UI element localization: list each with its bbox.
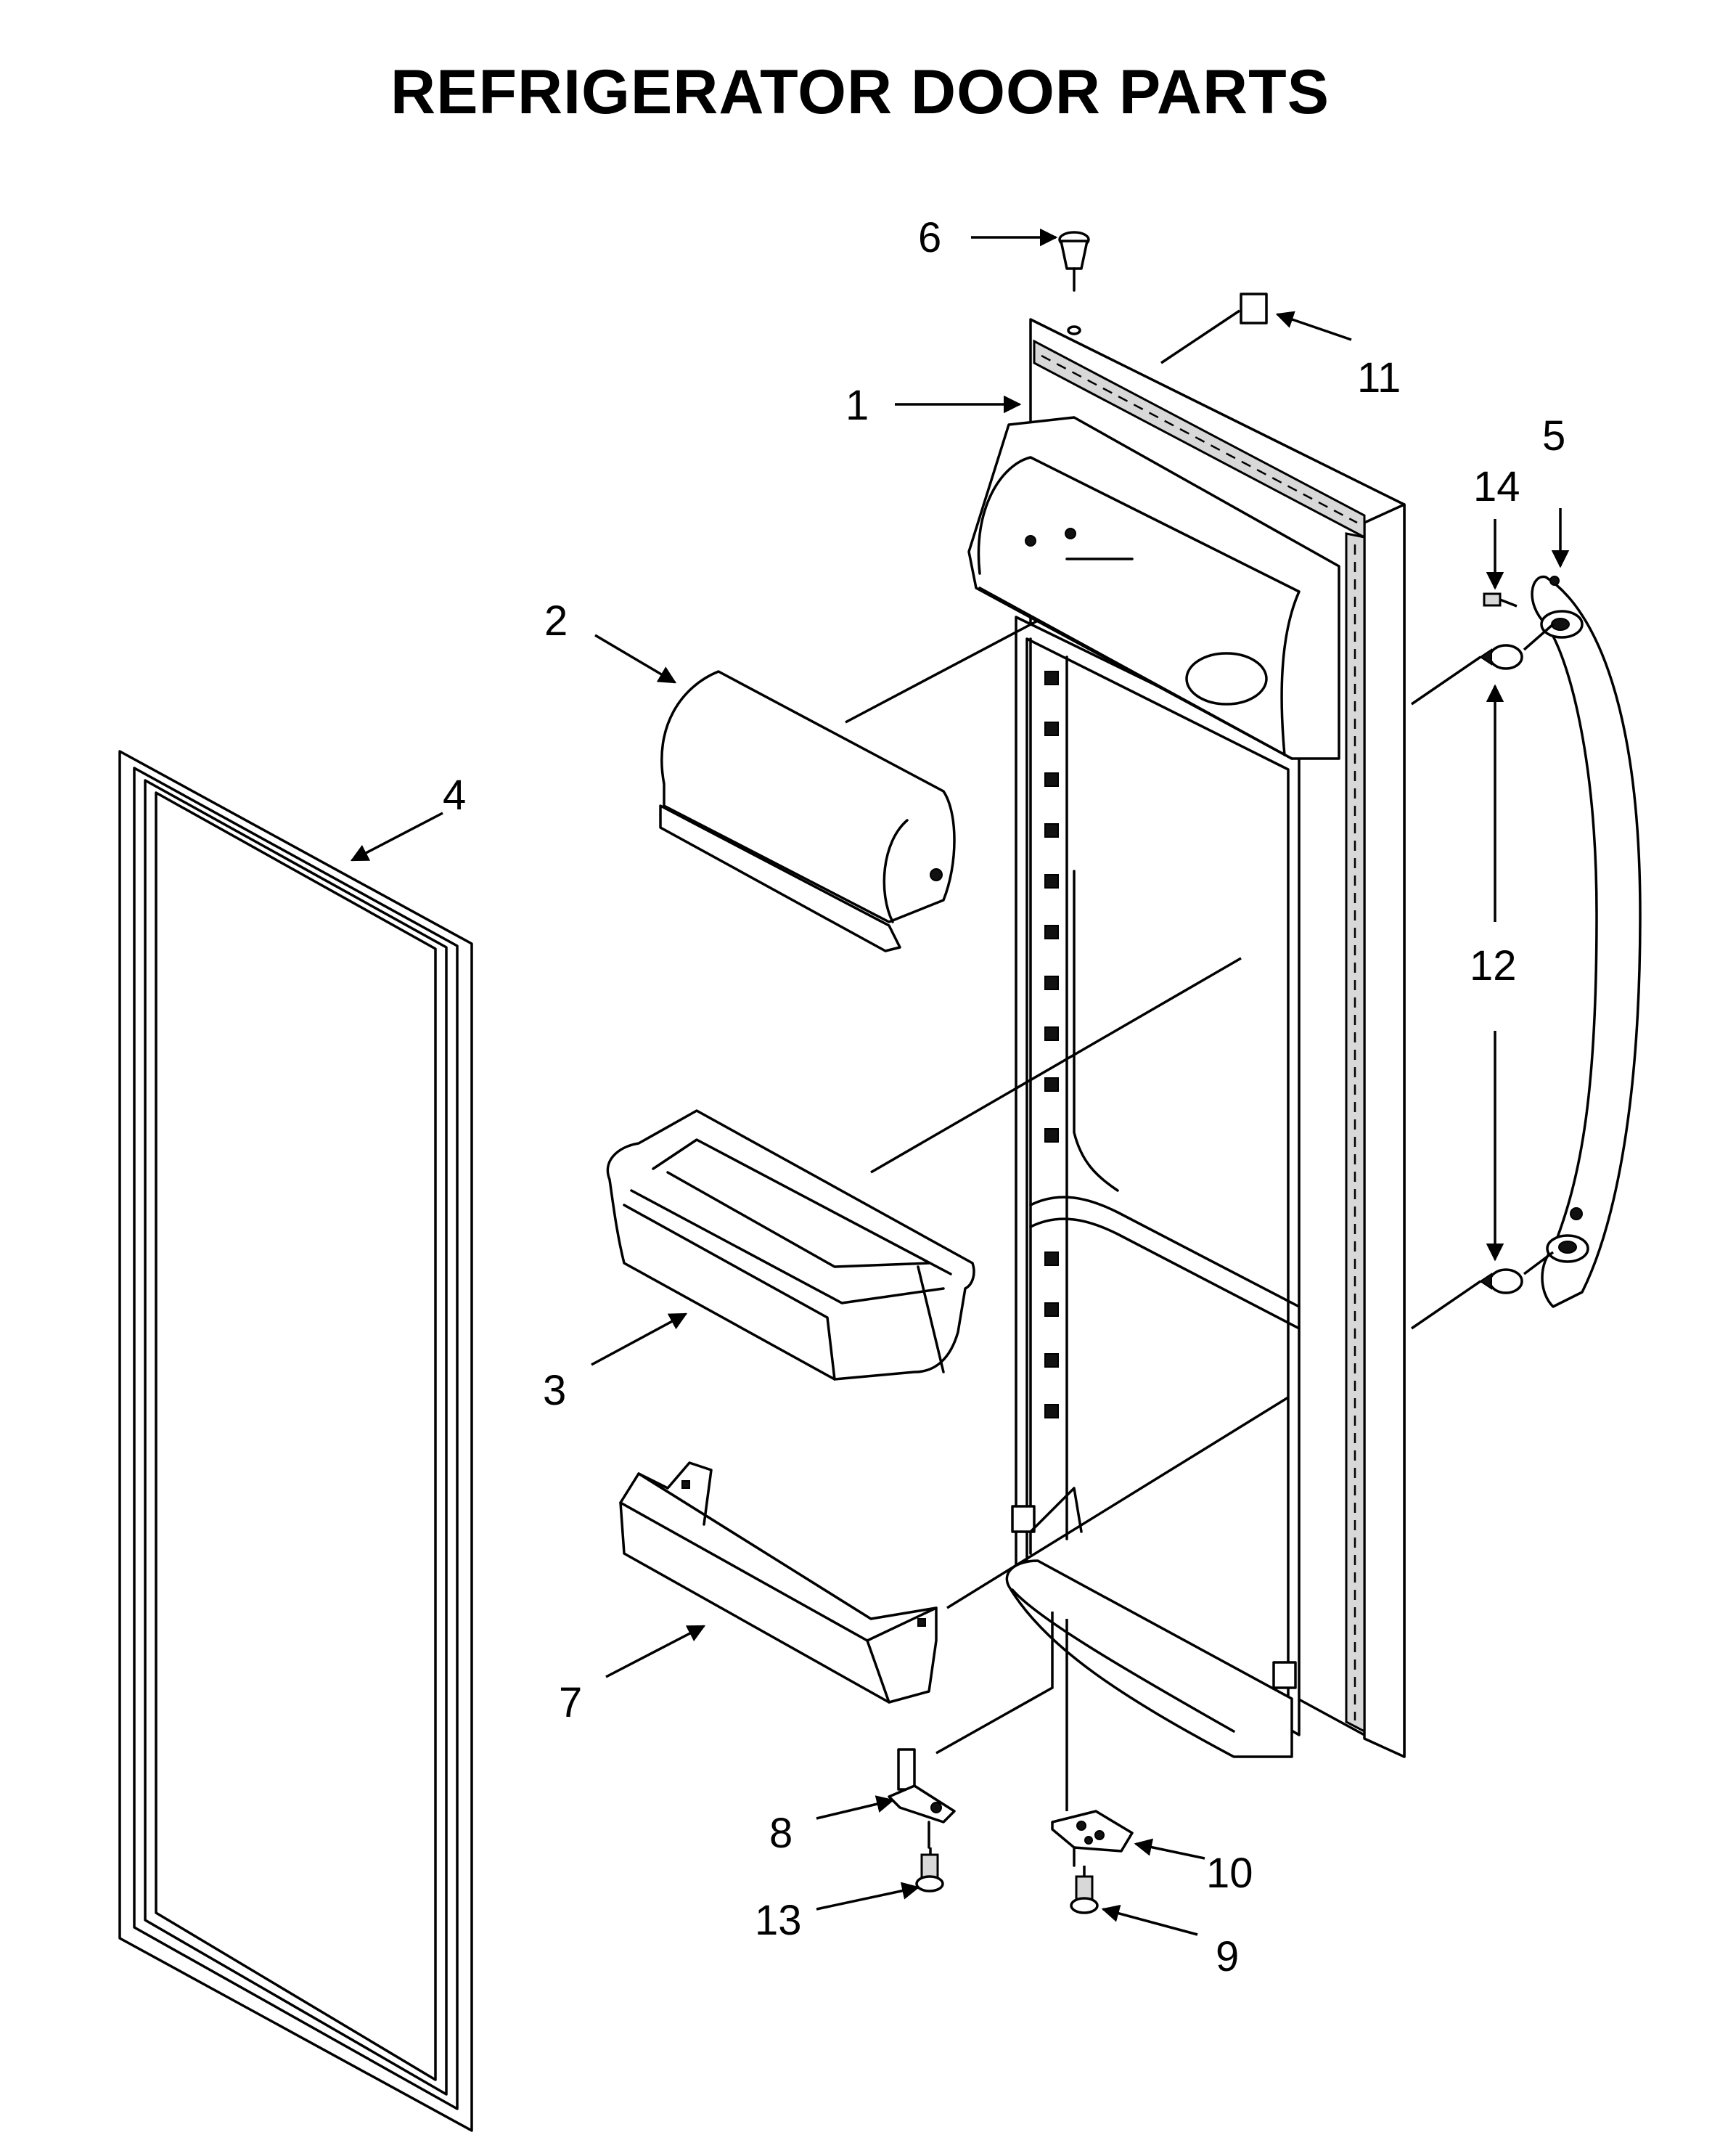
label-part	[1160, 293, 1268, 364]
hinge-plate-part	[1051, 1810, 1134, 1867]
screw-13-part	[915, 1853, 944, 1892]
screw-9-part	[1070, 1875, 1099, 1914]
shelf-notches	[1044, 671, 1059, 1418]
callout-1: 1	[845, 382, 869, 429]
callout-12: 12	[1470, 942, 1517, 989]
handle-studs-part	[1411, 623, 1555, 1330]
callout-11: 11	[1357, 354, 1401, 401]
door-gasket-part	[118, 750, 473, 2132]
callout-3: 3	[543, 1367, 566, 1414]
hinge-pin-part	[888, 1748, 956, 1849]
dairy-cover-part	[659, 670, 956, 952]
page-title: REFRIGERATOR DOOR PARTS	[390, 57, 1330, 127]
callout-7: 7	[559, 1679, 582, 1726]
door-handle-part	[1531, 575, 1642, 1308]
door-bin-part	[606, 1109, 975, 1381]
callout-6: 6	[918, 214, 941, 261]
callout-4: 4	[443, 772, 466, 819]
door-liner-part	[967, 318, 1406, 1758]
set-screw-part	[1483, 592, 1518, 608]
lower-bin-part	[619, 1461, 938, 1704]
callout-arrows	[350, 228, 1570, 1936]
callout-8: 8	[769, 1810, 793, 1857]
callout-14: 14	[1473, 463, 1520, 510]
callout-2: 2	[544, 597, 568, 645]
callout-5: 5	[1542, 412, 1565, 460]
callout-labels: 6 1 11 5 14 2 4 12 3 7 8 10 13 9	[443, 214, 1565, 1980]
callout-9: 9	[1216, 1933, 1239, 1980]
top-plug-part	[1058, 231, 1090, 335]
callout-10: 10	[1206, 1850, 1253, 1897]
callout-13: 13	[755, 1897, 802, 1944]
assembly-lines	[845, 619, 1289, 1877]
